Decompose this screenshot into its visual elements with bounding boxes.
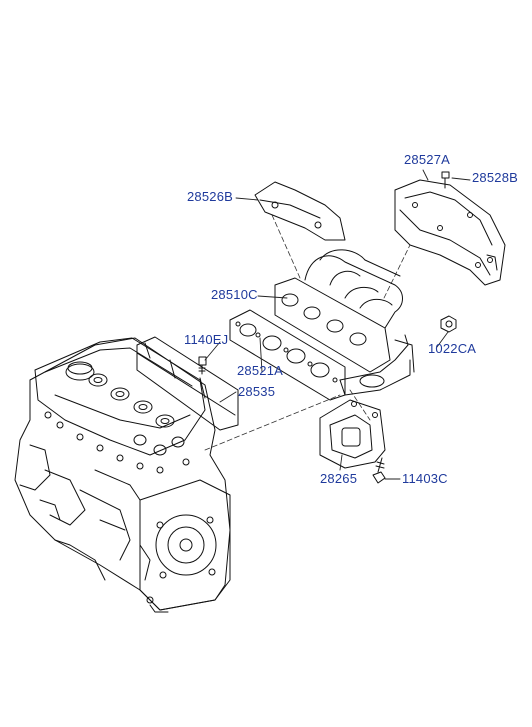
callout-28265[interactable]: 28265 bbox=[320, 471, 358, 486]
leader-lines bbox=[204, 169, 471, 480]
upper-heat-shield-28526b bbox=[254, 181, 346, 241]
callout-28527a[interactable]: 28527A bbox=[404, 152, 451, 167]
callout-1022ca[interactable]: 1022CA bbox=[428, 341, 477, 356]
callout-28535[interactable]: 28535 bbox=[238, 384, 276, 399]
bolt-11403c bbox=[372, 457, 386, 484]
callout-11403c[interactable]: 11403C bbox=[402, 471, 448, 486]
stud-1140ej bbox=[198, 356, 207, 375]
exhaust-manifold-28510c bbox=[274, 249, 415, 396]
callout-28526b[interactable]: 28526B bbox=[187, 189, 234, 204]
spark-plug-wells bbox=[88, 373, 175, 428]
head-heat-shield bbox=[136, 336, 239, 431]
bolt-28528b bbox=[441, 171, 450, 189]
engine-block bbox=[14, 337, 231, 613]
callout-28510c[interactable]: 28510C bbox=[211, 287, 258, 302]
callout-28521a[interactable]: 28521A bbox=[237, 363, 284, 378]
alignment-guides bbox=[204, 214, 411, 451]
bracket-28265 bbox=[319, 399, 386, 469]
manifold-heat-shield-28527a bbox=[394, 179, 506, 286]
callout-1140ej[interactable]: 1140EJ bbox=[184, 332, 229, 347]
callout-28528b[interactable]: 28528B bbox=[472, 170, 519, 185]
nut-1022ca bbox=[440, 315, 457, 333]
block-exhaust-ports bbox=[133, 434, 185, 456]
head-bolts bbox=[44, 411, 190, 474]
